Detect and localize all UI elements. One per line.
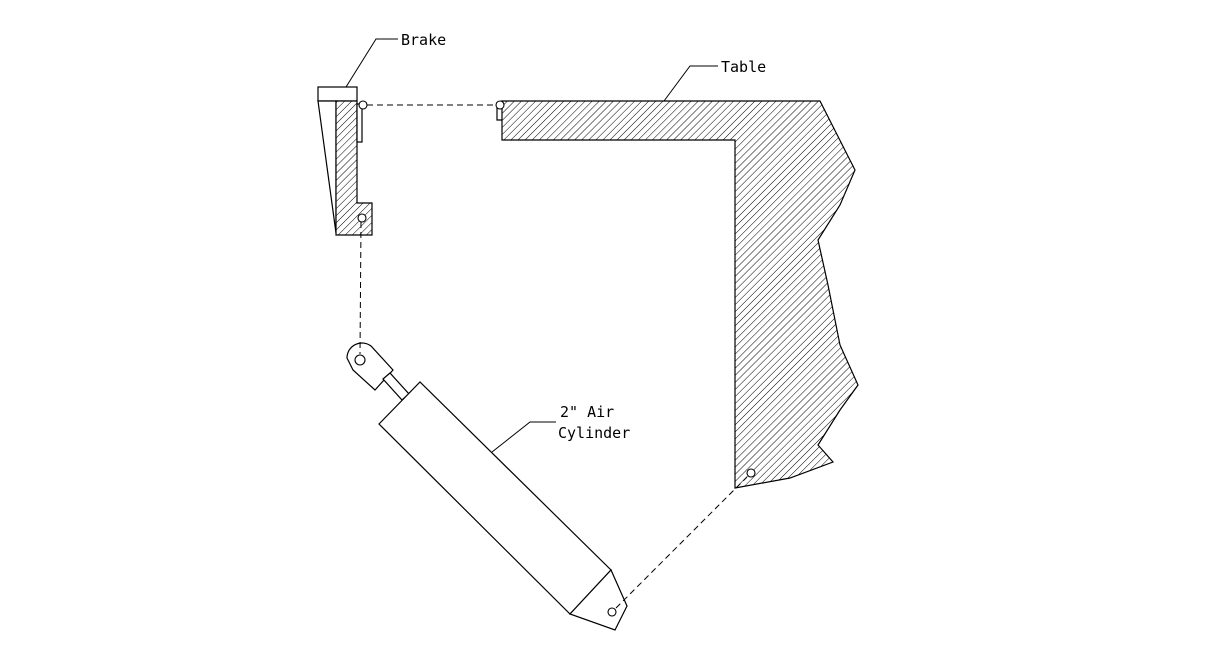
connection-lines xyxy=(359,104,748,609)
brake-to-cylinder-link xyxy=(359,221,362,355)
cylinder-rod xyxy=(382,372,410,401)
brake-leader xyxy=(345,38,398,88)
cylinder-leader xyxy=(491,421,556,453)
cylinder-label-line2: Cylinder xyxy=(558,424,630,442)
brake-part xyxy=(317,86,373,236)
clevis-pin xyxy=(354,354,366,366)
table-label: Table xyxy=(721,58,766,76)
brake-body xyxy=(335,100,373,236)
cylinder-end-pin xyxy=(607,607,617,617)
table-part xyxy=(495,100,859,489)
brake-callout: Brake xyxy=(345,31,446,88)
brake-label: Brake xyxy=(401,31,446,49)
table-leader xyxy=(663,65,718,102)
brake-bottom-pin xyxy=(357,213,367,223)
table-bottom-pin xyxy=(746,468,756,478)
brake-wedge xyxy=(317,100,337,234)
brake-cap xyxy=(317,86,358,102)
table-top-pin xyxy=(495,100,505,110)
cylinder-to-table-link xyxy=(615,476,748,609)
brake-pad xyxy=(356,103,363,143)
cylinder-label-line1: 2" Air xyxy=(560,403,614,421)
table-body xyxy=(501,100,859,489)
brake-top-pin xyxy=(358,100,368,110)
air-cylinder-part xyxy=(346,342,628,631)
cylinder-callout: 2" Air Cylinder xyxy=(491,403,630,453)
table-callout: Table xyxy=(663,58,766,102)
